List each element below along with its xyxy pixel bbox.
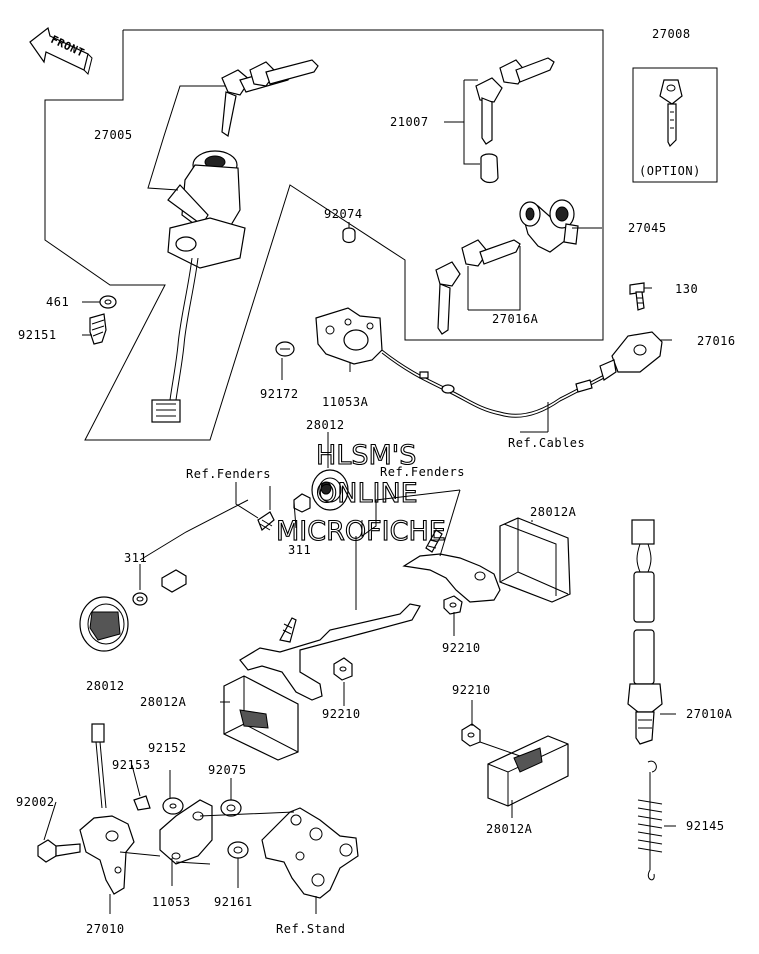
reflector-28012A-right-part <box>499 517 571 603</box>
collar-92075-part <box>220 799 242 817</box>
bracket-11053A-part <box>315 307 383 365</box>
label-27008: 27008 <box>652 27 691 41</box>
label-92172: 92172 <box>260 387 299 401</box>
label-28012-left: 28012 <box>86 679 125 693</box>
switch-27010A-part <box>627 519 663 745</box>
nut-311-top-part <box>293 493 311 513</box>
label-ref-stand: Ref.Stand <box>276 922 346 936</box>
label-11053A: 11053A <box>322 395 369 409</box>
label-92210-left: 92210 <box>322 707 361 721</box>
seat-lock-cable-part <box>381 349 611 418</box>
nut-92210-bottom-part <box>461 723 481 747</box>
seat-lock-27045-part <box>435 199 579 335</box>
label-27045: 27045 <box>628 221 667 235</box>
label-92152: 92152 <box>148 741 187 755</box>
label-27010A: 27010A <box>686 707 733 721</box>
nut-311-left-part <box>132 592 148 606</box>
label-28012A-left: 28012A <box>140 695 187 709</box>
nut-92210-mid-part <box>443 595 463 615</box>
reflector-28012A-left-part <box>223 675 299 761</box>
watermark-line-3: MICROFICHE <box>276 516 446 547</box>
reflector-28012A-bottom-part <box>487 735 569 807</box>
label-92210-bottom: 92210 <box>452 683 491 697</box>
part-labels: 27005 461 92151 21007 27008 (OPTION) 920… <box>16 27 736 936</box>
label-92145: 92145 <box>686 819 725 833</box>
grommet-92074-part <box>342 227 356 244</box>
label-461: 461 <box>46 295 69 309</box>
screw-92151-part <box>89 313 107 345</box>
key-set-21007-part <box>475 57 555 184</box>
label-311-left: 311 <box>124 551 147 565</box>
ignition-group-outline <box>44 29 604 441</box>
label-28012A-bottom: 28012A <box>486 822 533 836</box>
nut-92210-left-part <box>333 657 353 681</box>
washer-461-part <box>99 295 117 309</box>
label-27010: 27010 <box>86 922 125 936</box>
latch-27016-part <box>599 331 663 381</box>
label-28012-top: 28012 <box>306 418 345 432</box>
washer-92152-part <box>162 797 184 815</box>
spring-92145-part <box>637 760 663 881</box>
front-arrow-icon: FRONT <box>29 26 93 75</box>
stud-311-part <box>257 511 275 531</box>
reflector-28012-top-part <box>311 469 349 511</box>
label-92153: 92153 <box>112 758 151 772</box>
label-27005: 27005 <box>94 128 133 142</box>
label-ref-fenders-left: Ref.Fenders <box>186 467 271 481</box>
label-92075: 92075 <box>208 763 247 777</box>
side-stand-part <box>261 807 359 899</box>
label-ref-fenders-mid: Ref.Fenders <box>380 465 465 479</box>
collar-92161-part <box>227 841 249 859</box>
watermark-line-2: ONLINE <box>316 478 418 509</box>
screw-92172-part <box>275 341 295 357</box>
label-92210-mid: 92210 <box>442 641 481 655</box>
label-ref-cables: Ref.Cables <box>508 436 585 450</box>
label-option: (OPTION) <box>639 164 701 178</box>
label-21007: 21007 <box>390 115 429 129</box>
bolt-130-part <box>629 282 645 311</box>
screw-92153-part <box>133 795 151 811</box>
label-130: 130 <box>675 282 698 296</box>
label-27016: 27016 <box>697 334 736 348</box>
reflector-28012-left-part <box>79 596 129 652</box>
label-92161: 92161 <box>214 895 253 909</box>
label-311-top: 311 <box>288 543 311 557</box>
label-92074: 92074 <box>324 207 363 221</box>
label-92151: 92151 <box>18 328 57 342</box>
bolt-311-left-part <box>161 569 187 593</box>
label-27016A: 27016A <box>492 312 539 326</box>
watermark-line-1: HLSM'S <box>316 440 416 471</box>
option-key-27008-box <box>632 67 718 183</box>
bolt-92002-part <box>37 839 81 863</box>
label-92002: 92002 <box>16 795 55 809</box>
license-bracket-part <box>239 603 421 701</box>
label-11053: 11053 <box>152 895 191 909</box>
leader-lines <box>43 79 676 914</box>
label-28012A-right: 28012A <box>530 505 577 519</box>
ignition-switch-part <box>151 59 319 423</box>
side-stand-switch-27010-part <box>79 723 135 895</box>
watermark: HLSM'S ONLINE MICROFICHE <box>275 439 446 547</box>
